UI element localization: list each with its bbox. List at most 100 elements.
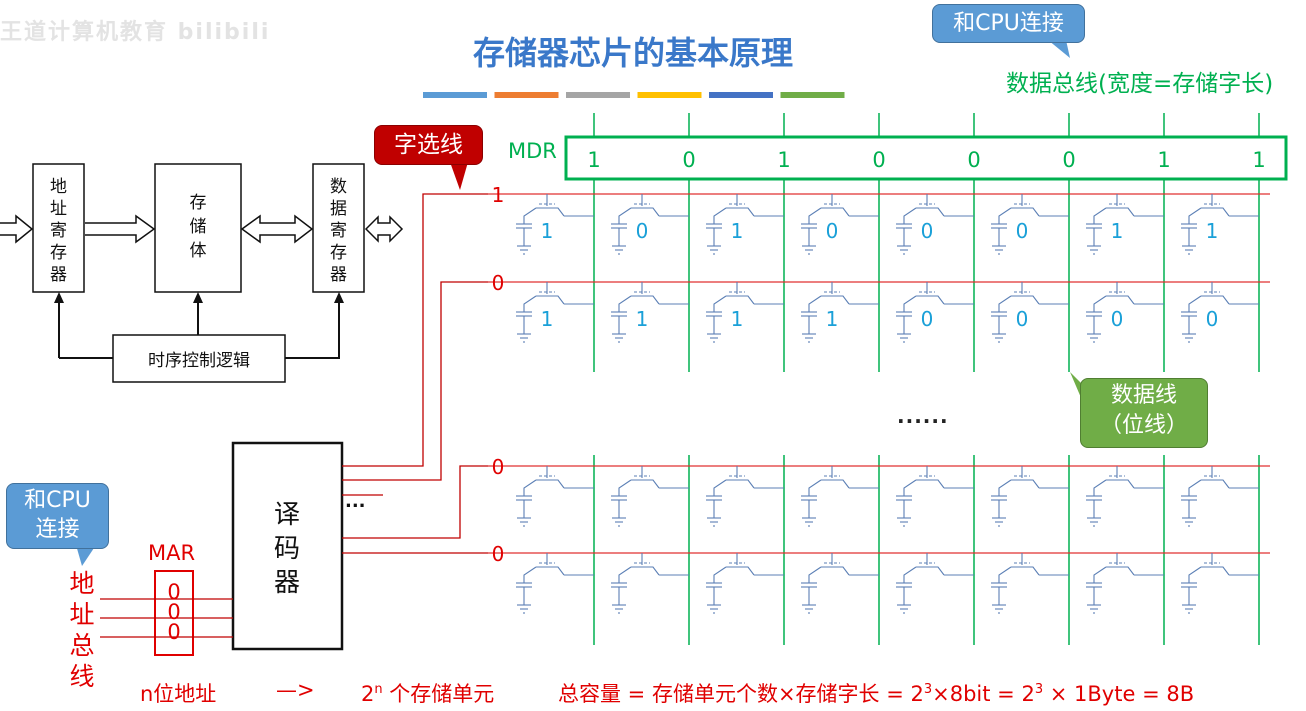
accent-bar [780,92,845,98]
mdr-bit: 0 [872,148,885,172]
storage-cell [991,282,1069,343]
storage-cell [1181,553,1259,614]
capacity-formula: 总容量 = 存储单元个数×存储字长 = 23×8bit = 23 × 1Byte… [558,678,1194,708]
cell-value: 1 [1206,219,1219,243]
storage-cell [896,553,974,614]
cell-value: 0 [1016,219,1029,243]
data-out-arrow [364,215,404,243]
word-select-tail [450,162,468,190]
data-register-label: 数据寄存器 [330,177,347,285]
storage-cell [801,282,879,343]
cell-value: 0 [826,219,839,243]
word-select-value: 1 [492,183,505,207]
storage-cell [611,466,689,527]
storage-cell [896,466,974,527]
cell-value: 1 [541,307,554,331]
data-line-tail [1070,372,1082,400]
storage-body-box [154,163,242,293]
cell-value: 1 [731,219,744,243]
mar-register [154,570,194,656]
arrowhead-icon [334,292,344,303]
arrowhead-icon [54,292,64,303]
storage-cell [801,194,879,255]
accent-bar [566,92,630,98]
mdr-register [564,135,1288,181]
address-register-label: 地址寄存器 [50,177,67,285]
mdr-label: MDR [508,139,557,163]
cell-value: 1 [636,307,649,331]
cell-value: 1 [1111,219,1124,243]
arrow-text: —> [276,678,315,702]
data-bus-caption: 数据总线(宽度=存储字长) [1006,71,1274,97]
word-lines [488,193,1270,554]
cpu-connect-callout-left: 和CPU 连接 [6,483,109,549]
title-accent-bars [423,92,845,98]
address-bus-label: 地址总线 [69,569,95,691]
accent-bar [709,92,773,98]
address-register-box [32,163,85,293]
units-base: 2 [361,682,375,706]
capacity-end: × 1Byte = 8B [1043,682,1195,706]
cell-value: 1 [826,307,839,331]
word-select-value: 0 [492,271,505,295]
storage-cell [1086,553,1164,614]
cell-value: 0 [1111,307,1124,331]
mdr-bit: 0 [967,148,980,172]
decoder-ellipsis: ... [345,491,366,512]
page-title: 存储器芯片的基本原理 [472,34,793,72]
storage-body-label: 存储体 [189,193,207,261]
units-exponent: n [374,682,383,697]
rows-ellipsis: ...... [897,404,949,428]
timing-control-label: 时序控制逻辑 [148,351,250,371]
cell-value: 1 [731,307,744,331]
cell-value: 0 [1206,307,1219,331]
addr-to-storage-arrow [85,214,156,244]
storage-cell [516,553,594,614]
capacity-text: 总容量 = 存储单元个数×存储字长 = 2 [558,682,924,706]
cell-value: 0 [636,219,649,243]
decoder-output-lines [342,193,488,554]
storage-cell [1086,466,1164,527]
decoder-box [231,441,344,651]
storage-cell [991,553,1069,614]
accent-bar [494,92,559,98]
storage-cell [991,466,1069,527]
storage-cell [706,282,784,343]
word-select-text: 字选线 [394,132,463,158]
cpu-connect-text: 和CPU连接 [953,11,1064,36]
storage-cell [896,282,974,343]
storage-cell [516,194,594,255]
mdr-bit: 1 [587,148,600,172]
address-bus-lines [100,598,233,638]
storage-cell [896,194,974,255]
block-diagram [0,163,404,383]
storage-cell [1181,466,1259,527]
data-line-callout: 数据线 （位线） [1080,378,1208,448]
storage-cell [1086,282,1164,343]
mar-bits: 000 [167,580,180,644]
block-arrowheads [54,292,344,303]
capacity-mid: ×8bit = 2 [932,682,1035,706]
mar-bit: 0 [167,600,180,624]
units-text: 个存储单元 [382,682,495,706]
storage-cell [1181,282,1259,343]
data-register-box [312,163,365,293]
mdr-bit: 1 [1157,148,1170,172]
accent-bar [637,92,702,98]
cell-value: 0 [1016,307,1029,331]
storage-cell [516,282,594,343]
storage-cell [706,466,784,527]
cpu-left-tail [76,545,96,566]
cell-value: 0 [921,219,934,243]
addr-in-arrow [0,214,34,244]
decoder-label: 译码器 [273,500,300,598]
storage-data-arrow [240,214,314,244]
cell-value: 1 [541,219,554,243]
storage-cell [706,553,784,614]
storage-cell [611,194,689,255]
word-select-value: 0 [492,542,505,566]
